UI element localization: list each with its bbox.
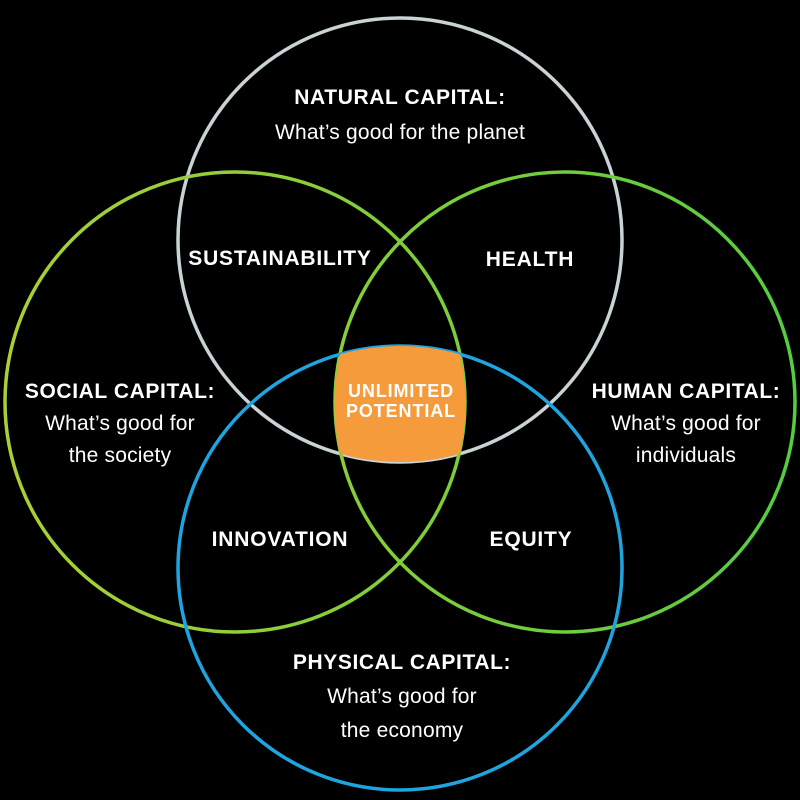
innovation-label: INNOVATION — [211, 528, 349, 551]
human-capital-sublabel-line1: What’s good for — [611, 412, 761, 435]
social-capital-sublabel-line1: What’s good for — [45, 412, 195, 435]
sustainability-label: SUSTAINABILITY — [188, 247, 372, 270]
social-capital-label-block: SOCIAL CAPITAL: What’s good for the soci… — [25, 376, 215, 472]
natural-capital-label: NATURAL CAPITAL: — [294, 86, 506, 109]
physical-capital-sublabel-line1: What’s good for — [327, 685, 477, 708]
unlimited-potential-shape — [334, 346, 466, 462]
physical-capital-label-block: PHYSICAL CAPITAL: What’s good for the ec… — [293, 646, 511, 748]
human-capital-sublabel-line2: individuals — [635, 444, 737, 467]
human-capital-label-block: HUMAN CAPITAL: What’s good for individua… — [592, 376, 781, 472]
physical-capital-label: PHYSICAL CAPITAL: — [292, 651, 512, 674]
equity-label: EQUITY — [489, 528, 573, 551]
physical-capital-sublabel-line2: the economy — [340, 719, 464, 742]
natural-capital-circle — [176, 16, 624, 464]
health-label: HEALTH — [485, 248, 575, 271]
human-capital-label: HUMAN CAPITAL: — [591, 380, 781, 403]
social-capital-label: SOCIAL CAPITAL: — [24, 380, 216, 403]
natural-capital-label-block: NATURAL CAPITAL: What’s good for the pla… — [275, 80, 525, 150]
natural-capital-sublabel: What’s good for the planet — [275, 121, 525, 144]
unlimited-potential-label: UNLIMITED POTENTIAL — [346, 381, 456, 421]
unlimited-potential-line2: POTENTIAL — [345, 401, 457, 421]
unlimited-potential-line1: UNLIMITED — [347, 381, 455, 401]
physical-capital-circle — [176, 344, 624, 792]
social-capital-sublabel-line2: the society — [68, 444, 172, 467]
